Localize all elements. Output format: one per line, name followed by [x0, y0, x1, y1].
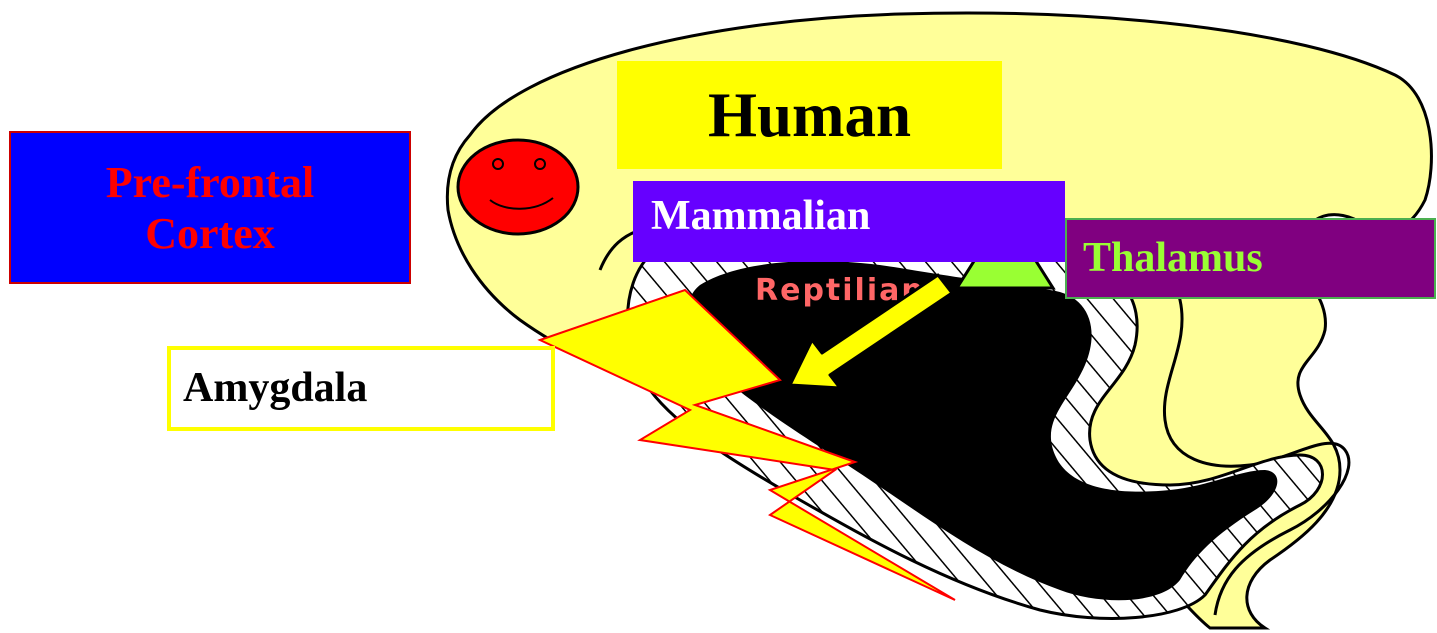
human-label: Human — [617, 61, 1002, 169]
mammalian-label: Mammalian — [633, 181, 1065, 262]
thalamus-label: Thalamus — [1065, 218, 1436, 299]
smiley-face-icon — [458, 140, 578, 234]
amygdala-label: Amygdala — [167, 346, 555, 431]
